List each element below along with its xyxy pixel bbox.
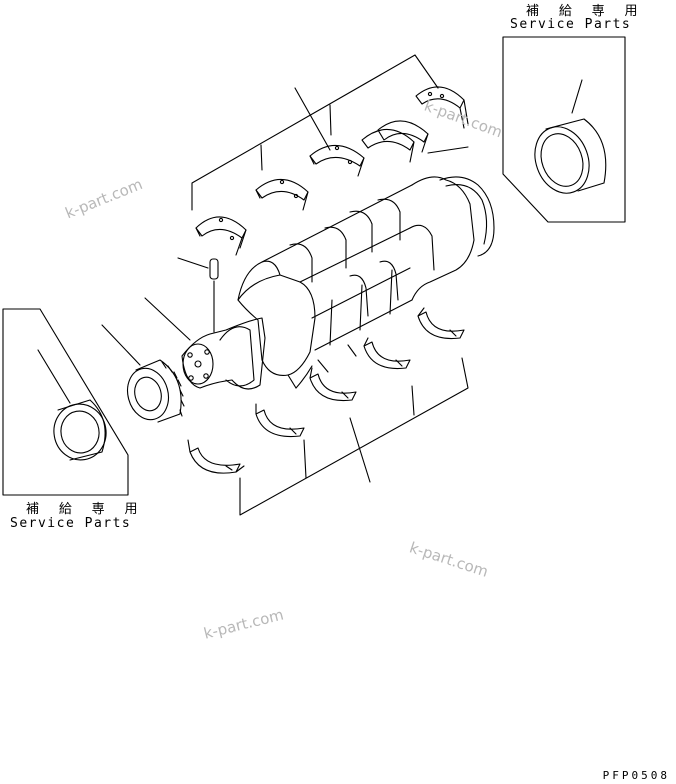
upper-bearing-shell <box>255 178 309 211</box>
drawing-code: PFP0508 <box>602 769 670 782</box>
service-parts-label-left-en: Service Parts <box>10 516 132 531</box>
lower-bearing-shell <box>363 337 411 370</box>
upper-bearing-shell <box>309 144 365 177</box>
service-thrust-washer-left <box>53 399 107 461</box>
service-parts-label-top-en: Service Parts <box>510 17 632 32</box>
lower-bearing-shells <box>187 307 465 474</box>
lower-bearing-bracket <box>239 357 469 516</box>
lower-bearing-shell <box>417 307 465 340</box>
lower-bearing-shell <box>187 439 245 474</box>
service-parts-label-left-jp: 補 給 専 用 <box>26 502 144 517</box>
service-thrust-washer-top <box>534 118 607 194</box>
upper-bearing-shells <box>195 86 469 256</box>
upper-bearing-bracket <box>191 54 469 211</box>
lower-bearing-shell <box>255 403 305 438</box>
lower-bearing-shell <box>309 367 357 402</box>
crankshaft <box>144 176 495 390</box>
upper-bearing-shell <box>195 216 247 256</box>
upper-bearing-shell <box>415 86 469 129</box>
service-box-left <box>2 308 129 496</box>
upper-thrust-bearing-shell <box>361 120 429 163</box>
dowel-pin <box>177 257 219 333</box>
service-box-top <box>502 36 626 223</box>
service-parts-label-top-jp: 補 給 専 用 <box>526 4 644 19</box>
crankshaft-gear <box>101 324 185 423</box>
